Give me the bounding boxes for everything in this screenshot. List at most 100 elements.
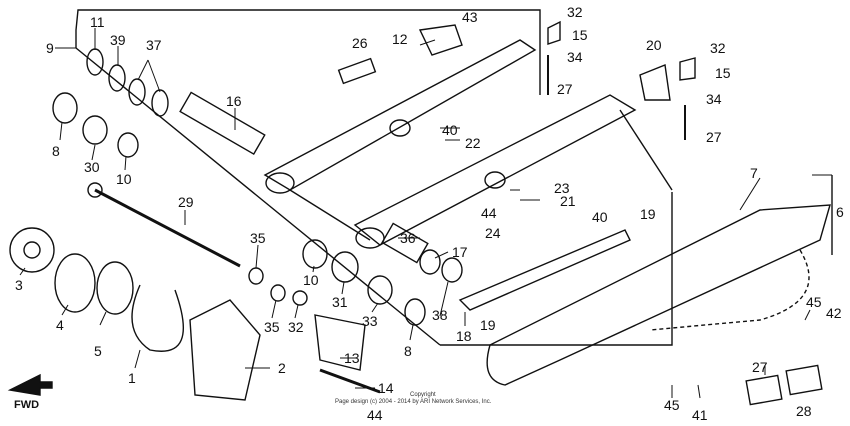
swingarm-pivot-left [265,172,295,194]
drive-chain [649,249,810,331]
callout-29: 30 [84,159,100,175]
plate-15-right [679,57,696,81]
callout-35-lower: 35 [264,319,280,335]
bearing-37b [151,89,169,117]
callout-10-left: 10 [116,171,132,187]
seal-17 [419,249,441,275]
callout-6: 6 [836,204,844,220]
cap-38 [441,257,463,283]
clip-1 [131,284,184,352]
callout-40-lower: 40 [592,209,608,225]
callout-33: 33 [362,313,378,329]
pivot-bolt [94,188,241,268]
callout-8-right: 8 [404,343,412,359]
nut-31 [292,290,308,306]
callout-44-lower: 44 [367,407,383,423]
plate-12 [418,24,463,56]
callout-40-upper: 40 [442,122,458,138]
callout-10-right: 10 [303,272,319,288]
callout-15-top: 15 [572,27,588,43]
callout-11: 11 [90,14,105,30]
callout-numbers: 9 11 39 37 16 8 30 10 29 35 3 4 5 1 2 10… [14,4,844,423]
callout-17: 17 [452,244,468,260]
cap-8-left [52,92,78,124]
callout-28: 29 [178,194,194,210]
swingarm-pivot-right [355,227,385,249]
callout-27-top: 27 [557,81,573,97]
washer-35a [270,284,286,302]
callout-5: 5 [94,343,102,359]
label-26 [785,364,823,396]
callout-18: 18 [456,328,472,344]
callout-26: 28 [796,403,812,419]
callout-42: 42 [826,305,842,321]
swingarm-left-arm [263,39,537,191]
copyright-line-1: Copyright [410,392,436,398]
callout-21: 21 [560,193,576,209]
callout-23: 24 [485,225,501,241]
callout-13: 13 [344,350,360,366]
collar-10-left [117,132,139,158]
washer-35b [248,267,264,285]
callout-37: 37 [146,37,162,53]
swingarm-hole [484,171,506,189]
sprocket [9,227,55,273]
collar-10-right [302,239,328,269]
callout-22-lower: 23 [554,180,570,196]
stay-14 [319,368,381,394]
seal-11 [86,48,104,76]
callout-22-upper: 22 [465,135,481,151]
copyright-line-2: Page design (c) 2004 - 2014 by ARI Netwo… [335,399,492,405]
fwd-label: FWD [14,399,39,411]
leader-lines [19,28,832,399]
cap-8-right [404,298,426,326]
callout-44-upper: 44 [481,205,497,221]
callout-8-left: 8 [52,143,60,159]
sprocket-hub [23,241,41,259]
callout-14: 14 [378,380,394,396]
sprocket-cover [189,299,261,401]
callout-3: 3 [15,277,23,293]
swingarm-crossmember [289,189,371,241]
bracket-line-lower [75,47,441,346]
decal-24 [337,57,377,85]
swingarm-right-arm [353,94,637,246]
callout-2: 2 [278,360,286,376]
callout-41: 41 [692,407,708,423]
callout-4: 4 [56,317,64,333]
pivot-tube [179,91,266,155]
callout-16: 16 [226,93,242,109]
callout-45-lower: 45 [664,397,680,413]
callout-35-upper: 35 [250,230,266,246]
plate-15-top [547,20,561,45]
callout-27-right: 27 [706,129,722,145]
callout-31: 32 [288,319,304,335]
diagram-linework [7,9,833,406]
bearing-37a [128,78,146,106]
washer-4 [54,253,96,313]
label-25 [745,374,783,406]
bearing-33 [367,275,393,305]
chain-guard [486,204,831,386]
callout-12: 12 [392,31,408,47]
callout-25: 27 [752,359,768,375]
callout-43: 43 [462,9,478,25]
chain-slider [458,229,631,311]
callout-34-top: 34 [567,49,583,65]
bushing-36 [381,222,429,264]
callout-45-right: 45 [806,294,822,310]
bushing-29 [82,115,108,145]
callout-38: 38 [432,307,448,323]
bracket-13 [314,314,366,371]
callout-39: 39 [110,32,126,48]
callout-19-upper: 19 [640,206,656,222]
callout-32-right: 32 [710,40,726,56]
fwd-arrow [7,373,53,396]
callout-7: 7 [750,165,758,181]
bearing-39 [108,64,126,92]
callout-36: 36 [400,230,416,246]
callout-19-lower: 19 [480,317,496,333]
washer-5 [96,261,134,315]
